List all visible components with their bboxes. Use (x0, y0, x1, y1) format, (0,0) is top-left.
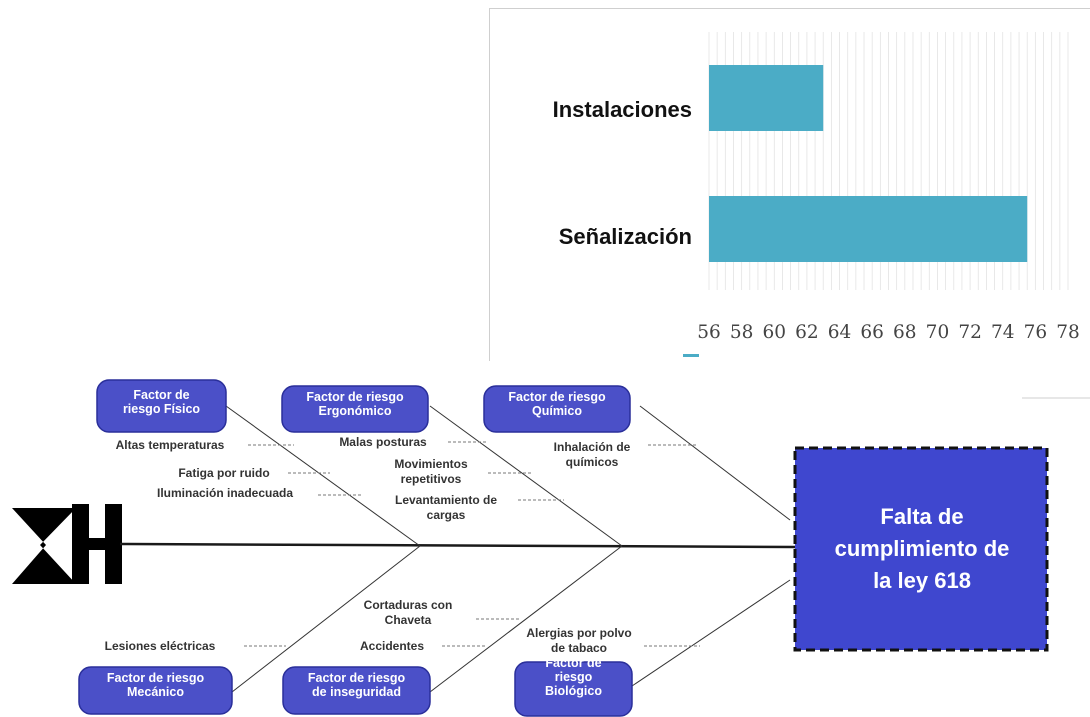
cause-label: Fatiga por ruido (178, 466, 269, 480)
tick-label: 66 (860, 322, 884, 343)
main-spine (119, 542, 796, 549)
rib-biologico (631, 579, 791, 687)
category-label: Factor de riesgo (508, 390, 606, 404)
cause-label: Lesiones eléctricas (105, 639, 216, 653)
category-box (78, 666, 233, 715)
category-box (281, 385, 429, 433)
tick-label: 58 (730, 322, 754, 343)
category-label: Ergonómico (319, 404, 392, 418)
tick-label: 64 (828, 322, 852, 343)
effect-label-line: la ley 618 (873, 568, 971, 593)
cause-label: Cortaduras con (364, 598, 453, 612)
tick-label: 68 (893, 322, 917, 343)
category-label: Factor de (545, 656, 601, 670)
tick-label: 72 (958, 322, 982, 343)
cause-label: Malas posturas (339, 435, 427, 449)
cause-label: Levantamiento de (395, 493, 497, 507)
fish-tail-logo (12, 504, 122, 584)
chart-panel (489, 8, 1090, 361)
rib-ergonomico (429, 405, 623, 547)
category-box (282, 666, 431, 715)
category-label: Señalización (559, 224, 692, 249)
category-label: Factor de riesgo (308, 671, 406, 685)
bar-1 (709, 196, 1028, 262)
tick-label: 70 (926, 322, 950, 343)
cause-label: Movimientos (394, 457, 468, 471)
category-label: Químico (532, 404, 582, 418)
category-label: Factor de riesgo (107, 671, 205, 685)
category-box (96, 379, 227, 433)
cause-label: Chaveta (385, 613, 432, 627)
category-box (483, 385, 631, 433)
cause-label: Alergias por polvo (526, 626, 631, 640)
tick-label: 76 (1024, 322, 1048, 343)
rib-fisico (225, 405, 421, 547)
category-label: Instalaciones (553, 97, 692, 122)
tick-label: 62 (795, 322, 819, 343)
category-label: Factor de (133, 388, 189, 402)
cause-label: cargas (427, 508, 466, 522)
chart-tick-labels: 56 58 60 62 64 66 68 70 72 74 76 78 (697, 322, 1080, 343)
cause-leaders (244, 441, 700, 647)
legend-marker (683, 354, 699, 357)
effect-label: Falta de cumplimiento de la ley 618 (835, 504, 1010, 593)
category-label: de inseguridad (312, 685, 401, 699)
cause-label: Altas temperaturas (116, 438, 225, 452)
category-label: Mecánico (127, 685, 184, 699)
ribs (225, 405, 791, 693)
cause-label: Accidentes (360, 639, 424, 653)
chart-bars (709, 65, 1028, 262)
category-label: riesgo Físico (123, 402, 200, 416)
cause-label: de tabaco (551, 641, 607, 655)
rib-inseguridad (429, 545, 623, 693)
effect-label-line: Falta de (880, 504, 963, 529)
bar-0 (709, 65, 824, 131)
cause-label: Inhalación de (554, 440, 631, 454)
category-label: Biológico (545, 684, 602, 698)
cause-label: químicos (566, 455, 619, 469)
tick-label: 78 (1056, 322, 1080, 343)
rib-quimico (639, 405, 791, 521)
cause-label: repetitivos (401, 472, 462, 486)
category-box (514, 661, 633, 717)
effect-box (793, 446, 1049, 652)
category-label: riesgo (555, 670, 593, 684)
tick-label: 56 (697, 322, 721, 343)
effect-label-line: cumplimiento de (835, 536, 1010, 561)
tick-label: 60 (762, 322, 786, 343)
rib-mecanico (231, 545, 421, 693)
cause-label: Iluminación inadecuada (157, 486, 293, 500)
tick-label: 74 (991, 322, 1015, 343)
category-label: Factor de riesgo (306, 390, 404, 404)
